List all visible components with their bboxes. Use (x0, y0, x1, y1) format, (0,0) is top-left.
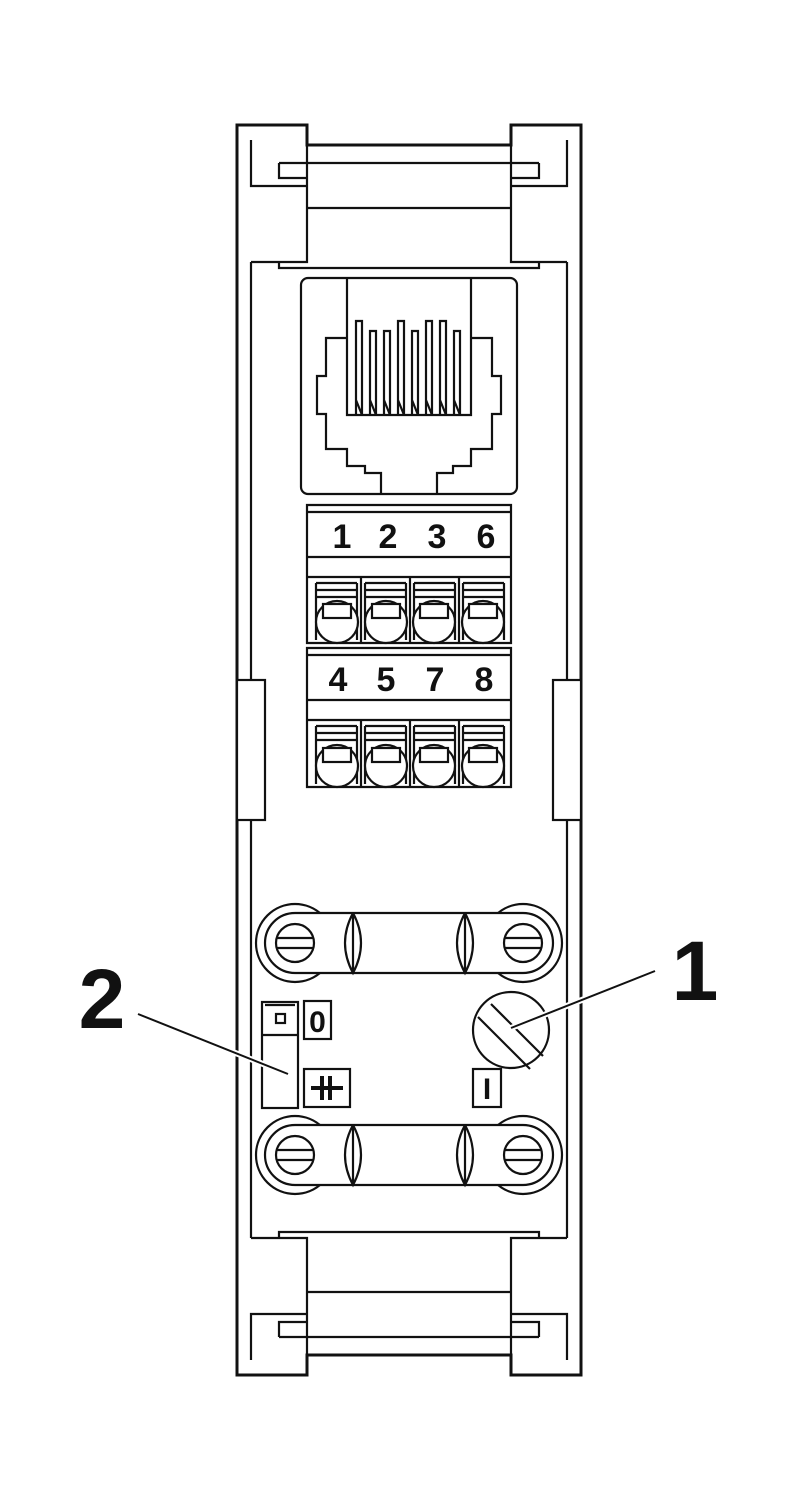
spring-clamp (363, 724, 409, 789)
terminal-block-top: 1 2 3 6 (305, 503, 513, 645)
callout-1: 1 (509, 924, 719, 1031)
terminal-block-bottom: 4 5 7 8 (305, 646, 513, 789)
housing (235, 123, 583, 1377)
switch-on-label: I (483, 1073, 491, 1106)
spring-clamp (460, 724, 506, 789)
spring-clamp (411, 581, 457, 645)
spring-clamp (460, 581, 506, 645)
slide-switch[interactable] (260, 1000, 300, 1110)
mounting-bracket-top (254, 902, 564, 984)
pin-label: 4 (329, 661, 348, 699)
callout-number: 1 (672, 924, 719, 1018)
left-clip (235, 678, 267, 822)
mounting-bracket-bottom (254, 1114, 564, 1196)
right-clip (551, 678, 583, 822)
rj45-contacts (354, 319, 462, 416)
pin-label: 2 (379, 518, 398, 556)
spring-clamp (363, 581, 409, 645)
spring-clamp (411, 724, 457, 789)
switch-off-symbol: 0 (302, 999, 333, 1041)
pin-label: 8 (475, 661, 494, 699)
switch-off-label: 0 (309, 1006, 326, 1039)
spring-clamp (314, 581, 360, 645)
pin-label: 6 (477, 518, 496, 556)
pin-label: 7 (426, 661, 445, 699)
spring-clamp (314, 724, 360, 789)
terminator-symbol (302, 1067, 352, 1109)
callout-number: 2 (79, 952, 126, 1046)
callout-2: 2 (79, 952, 290, 1077)
pin-label: 1 (333, 518, 352, 556)
pin-label: 5 (377, 661, 396, 699)
pin-label: 3 (428, 518, 447, 556)
switch-on-symbol: I (471, 1067, 503, 1109)
rj45-jack (299, 276, 519, 496)
screw-adjuster[interactable] (471, 990, 551, 1070)
